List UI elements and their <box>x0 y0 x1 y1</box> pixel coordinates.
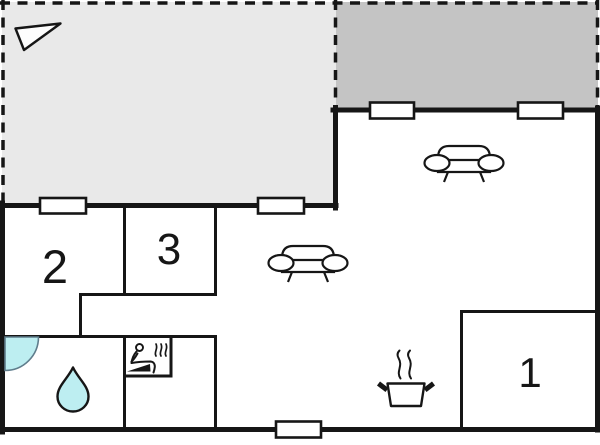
terrace-left <box>2 2 336 206</box>
room3-label: 3 <box>157 225 181 274</box>
windows <box>38 101 565 439</box>
shower-icon <box>4 336 40 372</box>
window-living-left <box>256 196 306 215</box>
window-living-top-right <box>516 101 565 120</box>
sofa-top-icon <box>423 144 505 184</box>
water-drop-icon <box>56 366 90 413</box>
window-room2 <box>38 196 88 215</box>
room2-label: 2 <box>42 240 68 293</box>
sauna-icon <box>123 335 173 378</box>
stove-pot-icon <box>376 349 436 408</box>
north-arrow-icon <box>14 22 62 52</box>
interior-walls <box>0 206 598 430</box>
terrace-dashed-border <box>0 0 600 205</box>
sofa-middle-icon <box>267 244 349 284</box>
room1-label: 1 <box>518 349 541 396</box>
terrace-right <box>336 2 598 110</box>
window-living-top-left <box>368 101 416 120</box>
window-bottom <box>274 420 323 439</box>
